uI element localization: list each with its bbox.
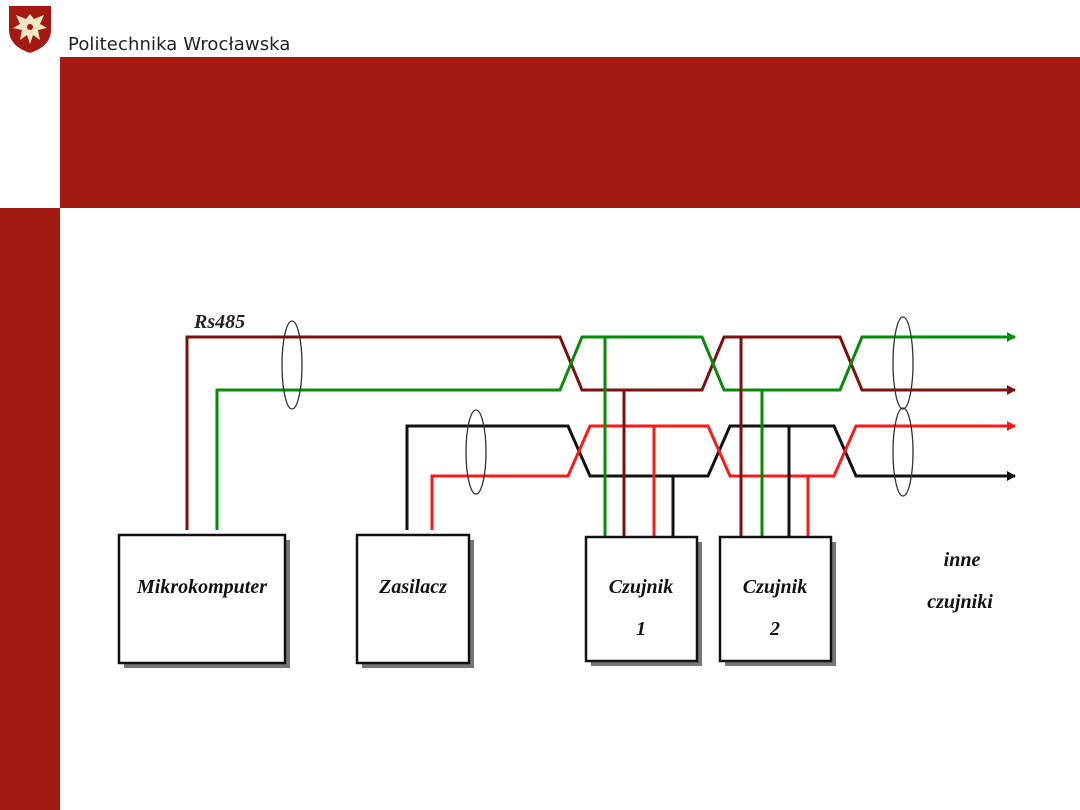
- power-supply-block: [355, 533, 471, 665]
- power-wire-black: [405, 424, 1016, 530]
- microcomputer-block: [117, 533, 287, 665]
- power-wire-red: [430, 421, 1016, 530]
- microcomputer-label: Mikrokomputer: [136, 576, 267, 598]
- signal-wire-green: [215, 332, 1016, 530]
- sensor1-label-line2: 1: [636, 618, 646, 640]
- sensor2-label-line2: 2: [769, 618, 780, 640]
- sensor1-block: [584, 535, 699, 663]
- signal-wire-darkred: [185, 335, 1016, 530]
- bus-label: Rs485: [193, 311, 245, 333]
- logo-area: [0, 0, 60, 57]
- university-name: Politechnika Wrocławska: [68, 34, 291, 55]
- rs485-bus-diagram: Rs485 Mikrokomputer Zasilacz Czujnik 1 C…: [117, 311, 1016, 668]
- sensor2-block: [718, 535, 833, 663]
- sensor1-label-line1: Czujnik: [609, 576, 673, 598]
- title-band: [60, 57, 1080, 208]
- side-band: [0, 208, 60, 810]
- cable-ellipse-signal-right: [892, 316, 914, 410]
- cable-ellipse-signal-left: [281, 320, 303, 410]
- sensor2-label-line1: Czujnik: [743, 576, 807, 598]
- other-sensors-line2: czujniki: [927, 591, 993, 613]
- eagle-crest-icon: [9, 6, 51, 53]
- power-supply-label: Zasilacz: [378, 576, 447, 598]
- other-sensors-line1: inne: [944, 549, 981, 571]
- cable-ellipse-power-right: [892, 407, 914, 497]
- cable-ellipse-power-left: [465, 409, 487, 495]
